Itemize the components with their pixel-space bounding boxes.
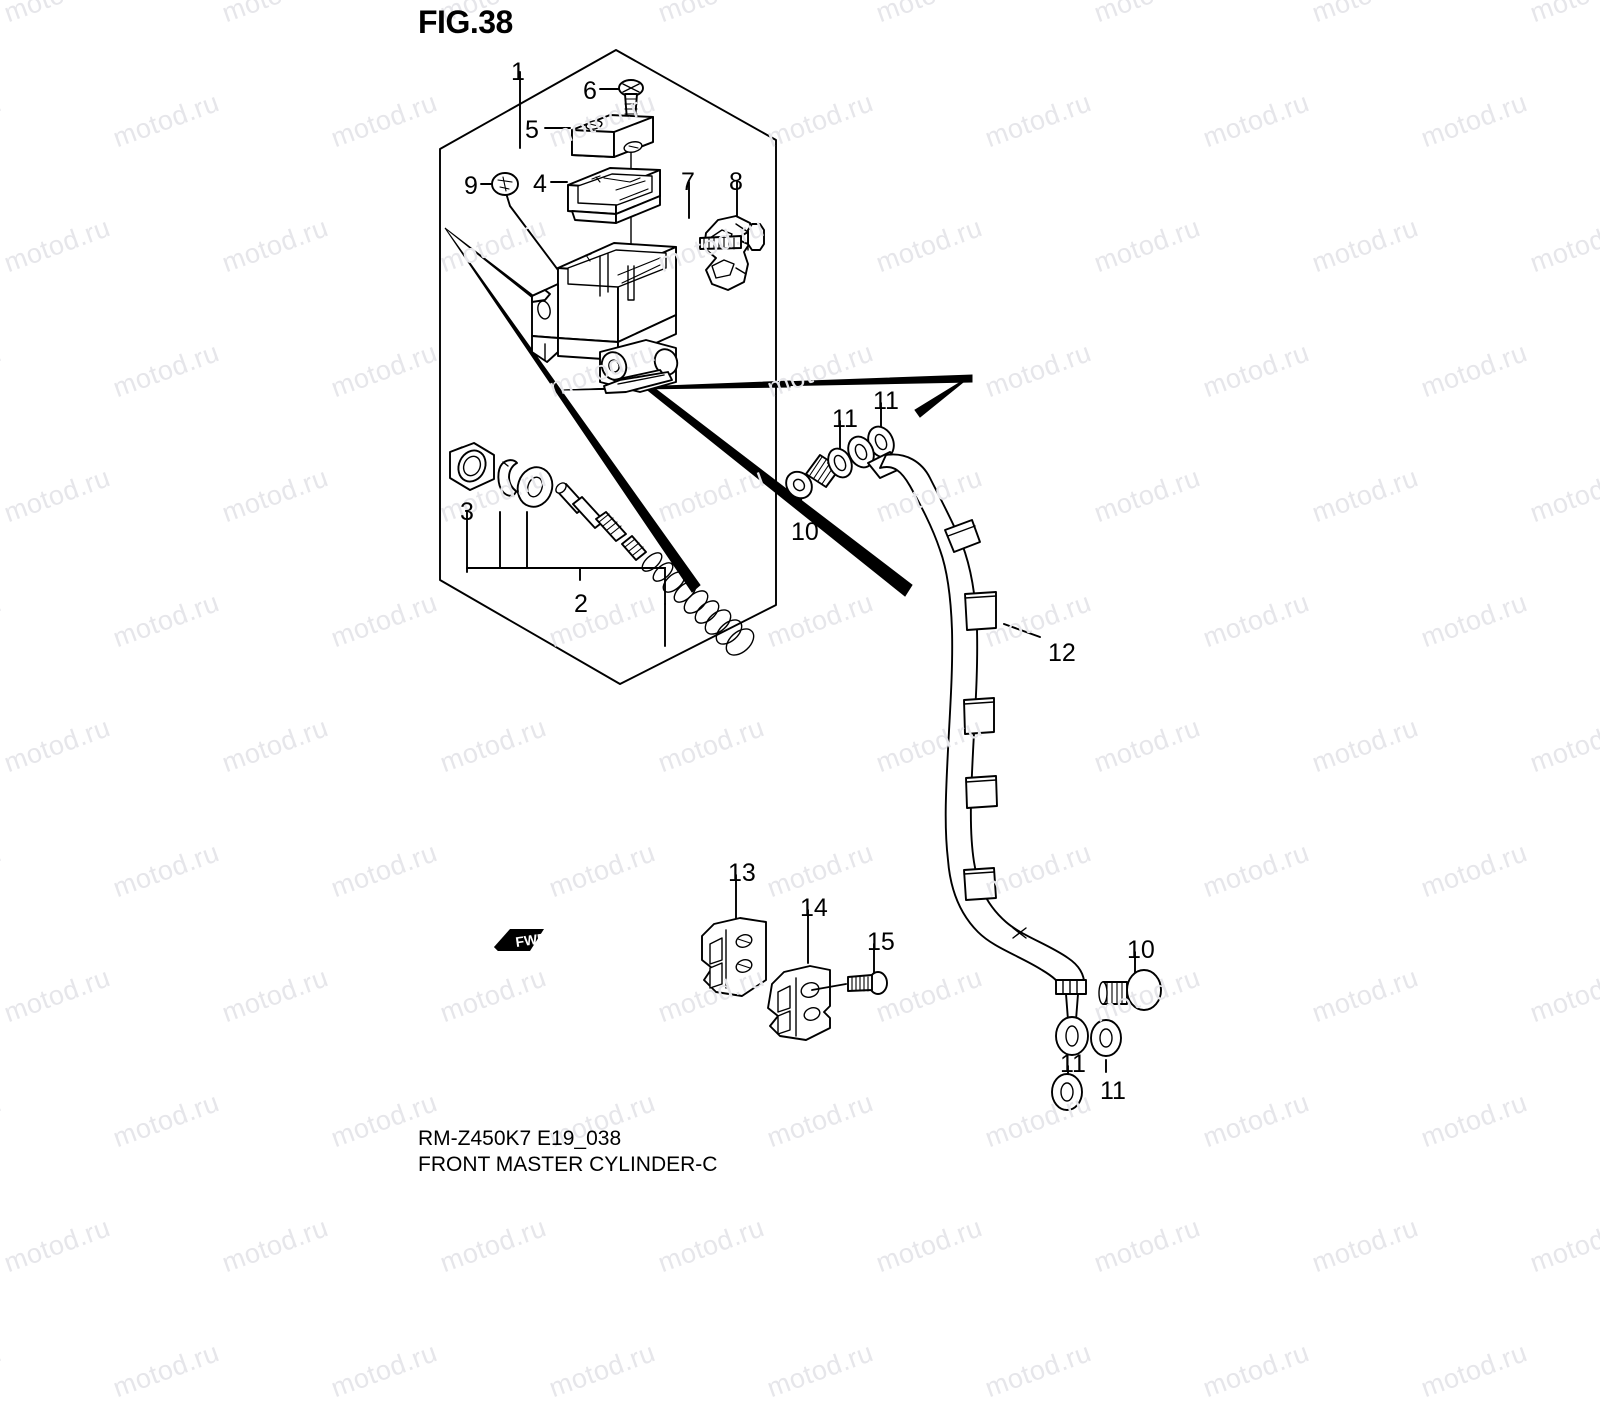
watermark-text: motod.ru	[1308, 1212, 1423, 1279]
callout-diaphragm: 4	[533, 170, 547, 198]
parts-diagram: .ln{fill:none;stroke:#000;stroke-width:1…	[439, 49, 1162, 1111]
watermark-text: motod.ru	[1526, 1212, 1600, 1279]
callout-holder-bolt: 8	[729, 168, 743, 196]
callout-piston-set: 2	[574, 590, 588, 618]
part-14-hose-guide	[767, 965, 831, 1041]
watermark-text: motod.ru	[1090, 1212, 1205, 1279]
watermark-text: motod.ru	[436, 1212, 551, 1279]
callout-guide-screw: 15	[867, 928, 895, 956]
watermark-text: motod.ru	[763, 1337, 878, 1404]
part-15-screw	[811, 971, 888, 995]
part-2-washer	[516, 466, 554, 508]
watermark-text: motod.ru	[872, 1212, 987, 1279]
part-4-diaphragm	[567, 167, 661, 224]
callout-dust-boot: 3	[460, 498, 474, 526]
callout-gasket-lower-right: 11	[1100, 1077, 1126, 1105]
part-5-reservoir-cap	[571, 114, 654, 158]
callout-master-cylinder-assembly-box: 1	[511, 58, 525, 86]
callout-cap-screw: 6	[583, 77, 597, 105]
callout-union-bolt-upper: 10	[791, 518, 819, 546]
hose-banjo-lower	[1055, 979, 1089, 1056]
callout-plug: 9	[464, 172, 478, 200]
callout-gasket-upper-left: 11	[832, 405, 858, 433]
callout-gasket-upper-right: 11	[873, 387, 899, 415]
assembly-boundary-box	[439, 49, 777, 685]
watermark-text: motod.ru	[1417, 1337, 1532, 1404]
figure-title: FIG.38	[418, 4, 513, 40]
watermark-text: motod.ru	[109, 1337, 224, 1404]
part-2-piston-and-spring	[555, 482, 755, 656]
callout-handlebar-holder: 7	[681, 168, 695, 196]
master-cylinder-body	[531, 242, 679, 394]
part-3-boot	[449, 442, 495, 491]
watermark-text: motod.ru	[327, 1337, 442, 1404]
fwd-label: FWD	[514, 930, 548, 950]
caption-model-code: RM-Z450K7 E19_038	[418, 1127, 622, 1150]
watermark-text: motod.ru	[0, 1337, 6, 1404]
watermark-text: motod.ru	[218, 1212, 333, 1279]
part-8-bolt	[699, 223, 765, 251]
part-11-gaskets-upper	[827, 425, 895, 479]
watermark-text: motod.ru	[654, 1212, 769, 1279]
part-9-plug	[491, 172, 519, 196]
watermark-text: motod.ru	[981, 1337, 1096, 1404]
part-10-union-bolt-lower	[1098, 969, 1162, 1011]
part-12-brake-hose	[879, 453, 1086, 991]
callout-hose-guide-upper: 13	[728, 859, 756, 887]
callout-brake-hose: 12	[1048, 639, 1076, 667]
caption-figure-name: FRONT MASTER CYLINDER-C	[418, 1153, 718, 1176]
callout-gasket-lower-left: 11	[1060, 1050, 1086, 1078]
fwd-marker: FWD	[492, 921, 548, 964]
watermark-text: motod.ru	[1199, 1337, 1314, 1404]
watermark-text: motod.ru	[0, 1212, 115, 1279]
callout-reservoir-cap: 5	[525, 116, 539, 144]
callout-union-bolt-lower: 10	[1127, 936, 1155, 964]
callout-hose-guide-lower: 14	[800, 894, 828, 922]
part-13-hose-guide	[701, 917, 767, 997]
figure-caption: RM-Z450K7 E19_038 FRONT MASTER CYLINDER-…	[418, 1126, 717, 1178]
part-11-gaskets-lower	[1051, 1019, 1122, 1111]
watermark-text: motod.ru	[545, 1337, 660, 1404]
